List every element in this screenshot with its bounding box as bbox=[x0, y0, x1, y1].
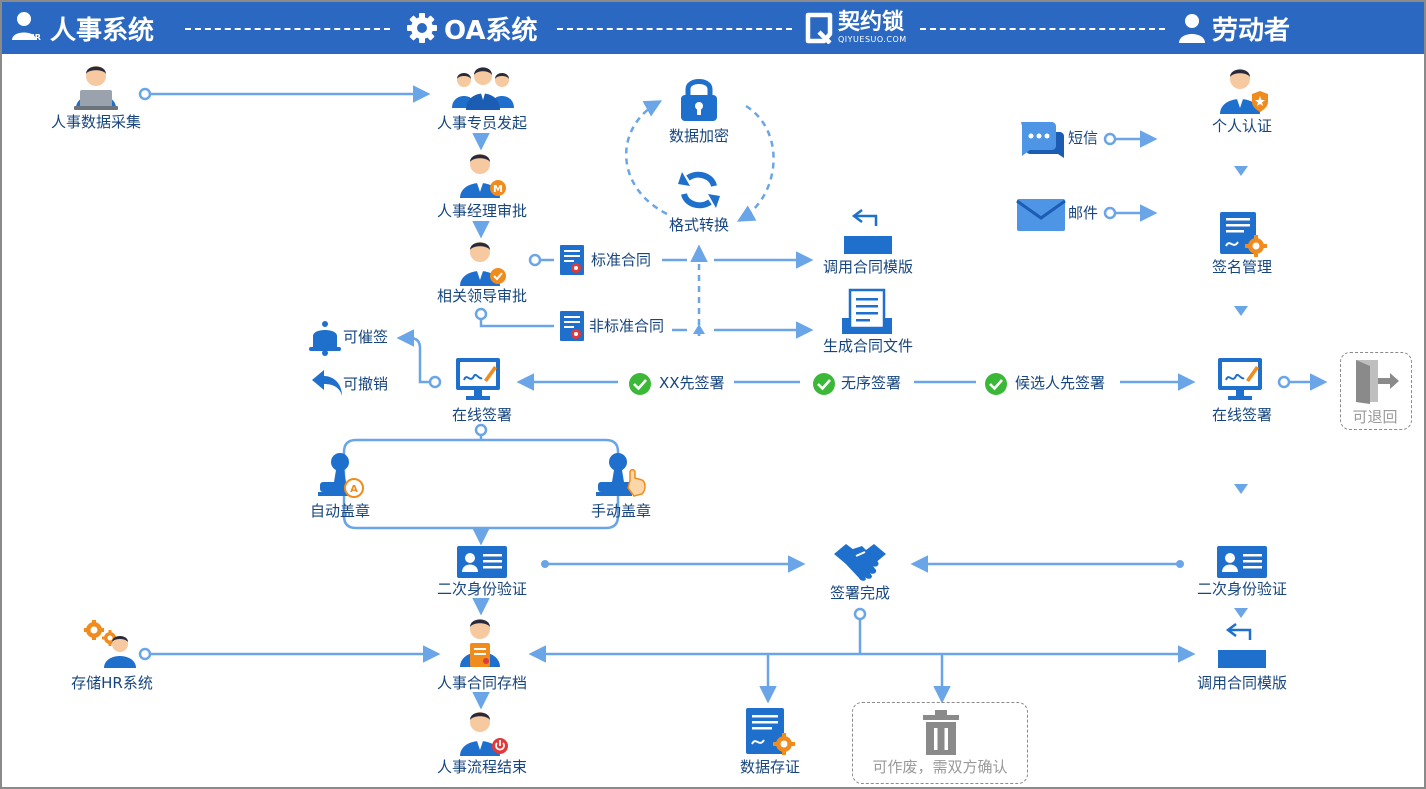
data-evidence-icon bbox=[746, 708, 795, 755]
check-circle-icon bbox=[629, 373, 651, 395]
header-oa-title: OA系统 bbox=[444, 15, 538, 46]
label-order-xx: XX先签署 bbox=[659, 374, 725, 392]
label-email: 邮件 bbox=[1068, 204, 1099, 222]
label-hr-online-sign: 在线签署 bbox=[451, 406, 513, 424]
brand-subtitle: QIYUESUO.COM bbox=[838, 35, 907, 44]
svg-text:M: M bbox=[493, 184, 503, 195]
label-revoke: 可撤销 bbox=[343, 375, 389, 393]
label-data-collect: 人事数据采集 bbox=[50, 113, 142, 131]
label-hr-second-id: 二次身份验证 bbox=[436, 580, 528, 598]
label-convert: 格式转换 bbox=[668, 216, 730, 234]
label-nonstandard-contract: 非标准合同 bbox=[589, 317, 665, 335]
trash-icon bbox=[923, 710, 959, 755]
leader-approve-icon bbox=[460, 242, 506, 286]
worker-user-icon bbox=[1179, 14, 1205, 43]
gear-icon bbox=[407, 13, 437, 43]
return-box bbox=[1340, 352, 1412, 430]
label-personal-auth: 个人认证 bbox=[1211, 117, 1273, 135]
header-hr-system: HR 人事系统 bbox=[12, 2, 154, 54]
bell-icon bbox=[309, 321, 341, 356]
hr-user-icon bbox=[12, 12, 36, 40]
header-divider bbox=[185, 28, 390, 30]
team-initiate-icon bbox=[452, 67, 514, 110]
label-generate: 生成合同文件 bbox=[822, 337, 914, 355]
personal-auth-icon bbox=[1220, 69, 1268, 114]
label-store-hr: 存储HR系统 bbox=[71, 674, 153, 692]
worker-template-tray-icon bbox=[1218, 623, 1266, 668]
label-manager-approve: 人事经理审批 bbox=[436, 202, 528, 220]
refresh-icon bbox=[678, 171, 720, 209]
email-envelope-icon bbox=[1016, 199, 1066, 231]
check-circle-icon bbox=[813, 373, 835, 395]
hr-manager-icon: M bbox=[460, 154, 506, 198]
header-worker-title: 劳动者 bbox=[1212, 15, 1291, 46]
label-standard-contract: 标准合同 bbox=[591, 251, 652, 269]
store-hr-gear-icon bbox=[84, 620, 136, 668]
generate-document-icon bbox=[842, 288, 892, 334]
header-worker: 劳动者 bbox=[1178, 2, 1290, 54]
header-bar: HR 人事系统 OA系统 契约 bbox=[2, 2, 1424, 54]
label-complete: 签署完成 bbox=[829, 584, 891, 602]
standard-contract-icon bbox=[560, 245, 584, 275]
nonstandard-contract-icon bbox=[560, 311, 584, 341]
brand-name: 契约锁 bbox=[838, 10, 905, 35]
auto-seal-icon: A bbox=[318, 453, 364, 498]
archive-person-icon bbox=[460, 619, 500, 667]
label-return: 可退回 bbox=[1352, 408, 1398, 426]
template-tray-icon bbox=[844, 209, 892, 254]
label-manual-seal: 手动盖章 bbox=[590, 502, 652, 520]
label-order-none: 无序签署 bbox=[841, 374, 902, 392]
label-worker-online-sign: 在线签署 bbox=[1211, 406, 1273, 424]
label-evidence: 数据存证 bbox=[739, 758, 801, 776]
worker-online-sign-icon bbox=[1218, 358, 1262, 400]
brand-logo-icon bbox=[805, 12, 833, 44]
undo-arrow-icon bbox=[312, 370, 342, 396]
label-remind: 可催签 bbox=[343, 328, 389, 346]
lock-icon bbox=[681, 79, 717, 121]
label-order-candidate: 候选人先签署 bbox=[1015, 374, 1106, 392]
header-divider bbox=[557, 28, 792, 30]
manual-seal-icon bbox=[596, 453, 646, 497]
label-auto-seal: 自动盖章 bbox=[309, 502, 371, 520]
label-archive: 人事合同存档 bbox=[436, 674, 528, 692]
online-sign-monitor-icon bbox=[456, 358, 500, 400]
header-brand: 契约锁 QIYUESUO.COM bbox=[804, 2, 907, 54]
label-void: 可作废，需双方确认 bbox=[872, 758, 1008, 776]
process-end-icon bbox=[460, 712, 508, 756]
header-divider bbox=[920, 28, 1165, 30]
label-leader-approve: 相关领导审批 bbox=[436, 287, 528, 305]
hr-badge: HR bbox=[28, 33, 41, 42]
sms-chat-icon bbox=[1021, 122, 1064, 158]
id-card-icon bbox=[457, 546, 507, 578]
data-collect-person-icon bbox=[74, 66, 118, 110]
label-sms: 短信 bbox=[1068, 129, 1099, 147]
check-circle-icon bbox=[985, 373, 1007, 395]
label-worker-second-id: 二次身份验证 bbox=[1196, 580, 1288, 598]
label-initiate: 人事专员发起 bbox=[436, 114, 528, 132]
sign-management-icon bbox=[1220, 212, 1267, 257]
svg-text:A: A bbox=[350, 484, 358, 495]
label-sign-management: 签名管理 bbox=[1211, 258, 1273, 276]
handshake-icon bbox=[834, 544, 886, 581]
label-worker-template: 调用合同模版 bbox=[1196, 674, 1288, 692]
exit-door-icon bbox=[1356, 360, 1399, 404]
header-oa-system: OA系统 bbox=[406, 2, 538, 54]
label-process-end: 人事流程结束 bbox=[436, 758, 528, 776]
label-oa-template: 调用合同模版 bbox=[822, 258, 914, 276]
label-encrypt: 数据加密 bbox=[668, 127, 730, 145]
header-hr-title: 人事系统 bbox=[50, 15, 155, 46]
worker-id-card-icon bbox=[1217, 546, 1267, 578]
void-box bbox=[852, 702, 1028, 784]
